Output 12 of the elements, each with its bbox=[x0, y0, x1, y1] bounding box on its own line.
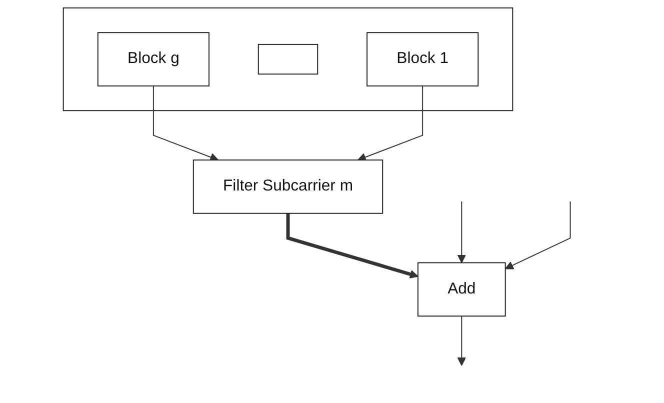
node-box: Add bbox=[418, 262, 506, 317]
arrow bbox=[458, 316, 466, 366]
arrow bbox=[458, 201, 466, 264]
node-box: Filter Subcarrier m bbox=[193, 160, 384, 214]
node-box: Block g bbox=[98, 32, 210, 86]
node-box bbox=[258, 44, 318, 75]
arrow bbox=[286, 213, 419, 278]
arrow bbox=[153, 85, 219, 162]
arrow bbox=[358, 85, 424, 162]
node-box: Block 1 bbox=[366, 32, 479, 86]
arrow bbox=[505, 201, 572, 270]
cluster bbox=[63, 7, 514, 112]
